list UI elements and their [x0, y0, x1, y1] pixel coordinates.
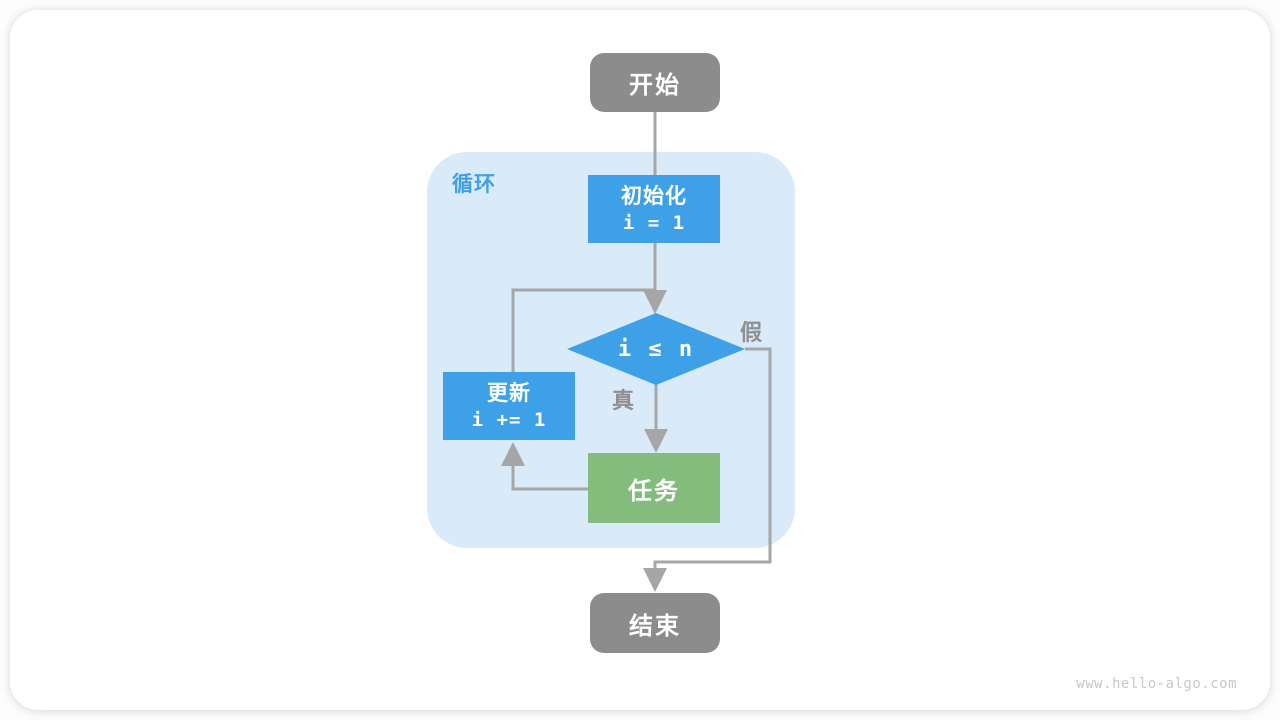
branch-false-label: 假: [740, 320, 763, 345]
start-node-label: 开始: [629, 72, 681, 99]
edge-condition-to-end: [643, 347, 772, 592]
end-node-label: 结束: [629, 612, 681, 640]
update-node-code: i += 1: [471, 408, 547, 431]
task-node-label: 任务: [628, 477, 680, 505]
update-node-label: 更新: [487, 381, 531, 405]
edge-update-to-condition: [511, 288, 655, 372]
start-node: 开始: [590, 53, 720, 112]
update-node: 更新 i += 1: [443, 372, 575, 440]
init-node-code: i = 1: [622, 211, 686, 234]
init-node: 初始化 i = 1: [588, 175, 720, 243]
loop-container-label: 循环: [452, 173, 496, 196]
condition-node-code: i ≤ n: [617, 336, 695, 362]
watermark-text: www.hello-algo.com: [1076, 676, 1237, 692]
end-node: 结束: [590, 593, 720, 653]
branch-true-label: 真: [612, 388, 635, 413]
edge-task-to-update: [501, 442, 590, 491]
task-node: 任务: [588, 453, 720, 523]
init-node-label: 初始化: [621, 184, 687, 208]
